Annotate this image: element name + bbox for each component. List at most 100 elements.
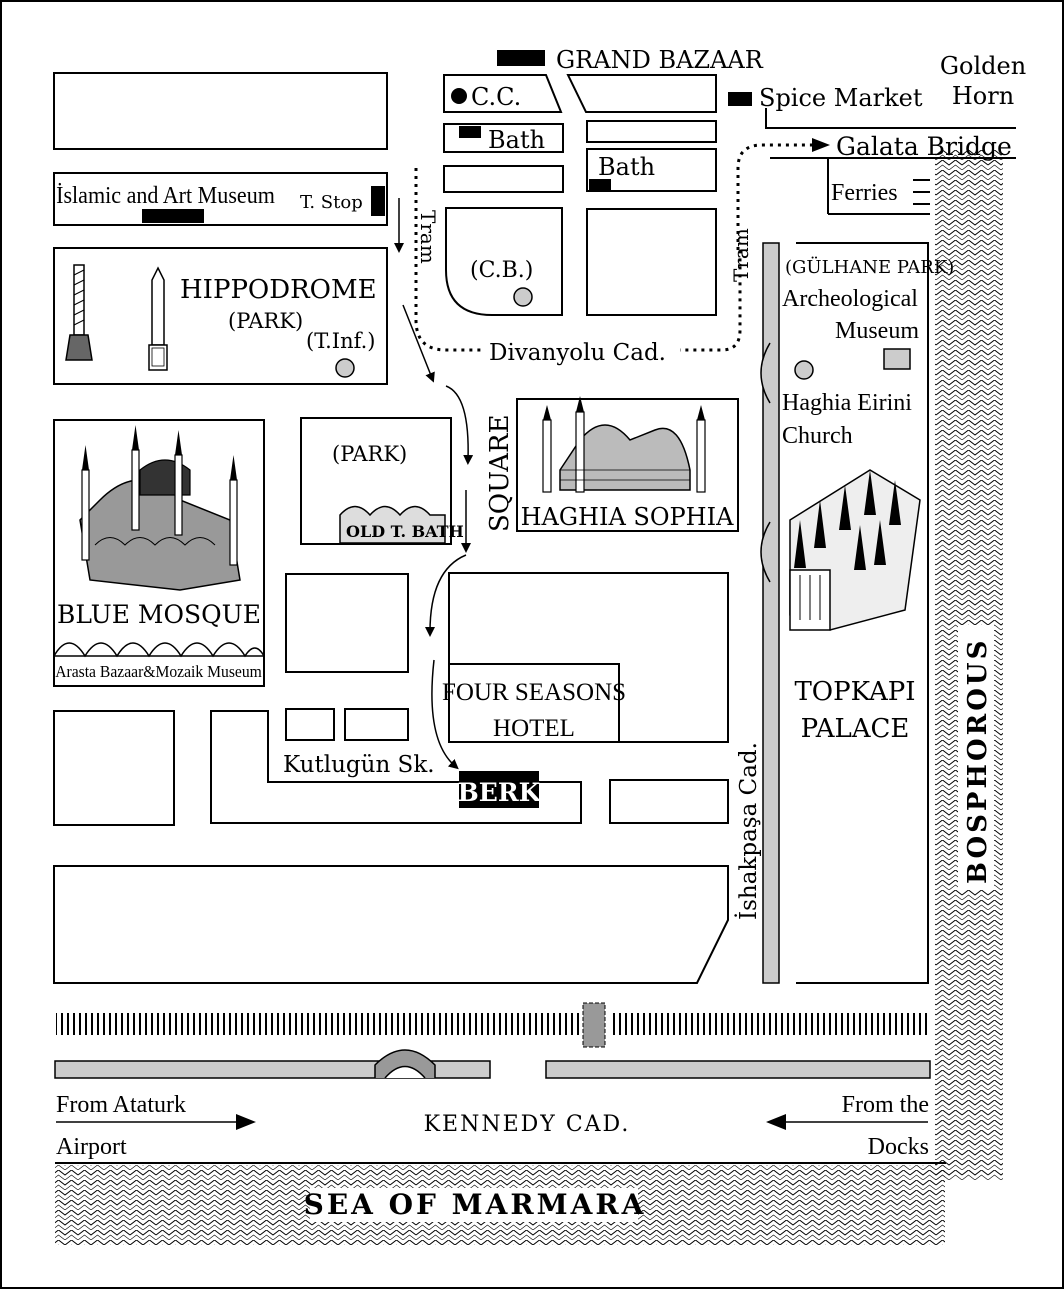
ferries-dock-icon (913, 179, 930, 205)
blue-mosque-label: BLUE MOSQUE (57, 600, 261, 629)
ishakpasa-wall (762, 242, 780, 984)
sea-label-bg (310, 1188, 638, 1222)
block-south-wide (53, 865, 729, 984)
grand-bazaar-marker (497, 50, 545, 66)
tourist-info-label: (T.Inf.) (306, 329, 376, 353)
bosphorous-label: BOSPHOROUS (963, 638, 993, 884)
obelisk-icon (148, 266, 168, 371)
old-bath-label: OLD T. BATH (346, 522, 464, 541)
kutlugun-label: Kutlugün Sk. (283, 752, 435, 778)
hippodrome-label: HIPPODROME (180, 275, 377, 305)
kennedy-median-east (545, 1060, 931, 1079)
topkapi-label-2: PALACE (801, 714, 910, 744)
spice-market-road (765, 108, 1016, 129)
archeological-museum-marker (883, 348, 911, 370)
cc-block (443, 74, 563, 113)
arasta-label: Arasta Bazaar&Mozaik Museum (55, 661, 262, 681)
hippodrome-park-label: (PARK) (228, 309, 303, 333)
docks-label: Docks (868, 1134, 929, 1160)
four-seasons-label-1: FOUR SEASONS (442, 679, 626, 706)
block-small-1 (285, 708, 335, 741)
tram-stop-marker (371, 186, 385, 216)
haghia-eirini-label-1: Haghia Eirini (782, 390, 912, 416)
bath-marker-1 (459, 126, 481, 138)
islamic-museum-marker (142, 209, 204, 223)
block-small-2 (344, 708, 409, 741)
railway-crossing (582, 1002, 606, 1048)
sea-of-marmara-label: SEA OF MARMARA (304, 1188, 647, 1221)
haghia-eirini-marker-icon (794, 360, 814, 380)
tram-stop-label: T. Stop (300, 192, 363, 213)
from-docks-arrow-icon (766, 1114, 786, 1130)
haghia-eirini-label-2: Church (782, 423, 853, 449)
archeological-label-1: Archeological (782, 286, 918, 312)
from-ataturk-arrow-icon (236, 1114, 256, 1130)
tram-label-right: Tram (729, 228, 753, 282)
serpent-column-icon (65, 264, 93, 361)
tram-arrow-icon (812, 138, 830, 152)
hippodrome-block (53, 247, 388, 385)
spice-market-label: Spice Market (759, 84, 923, 112)
ferries-label: Ferries (831, 180, 898, 206)
golden-horn-label-2: Horn (952, 82, 1014, 110)
topkapi-boundary (796, 242, 929, 984)
topkapi-palace-illustration (789, 469, 921, 631)
four-seasons-label-2: HOTEL (493, 715, 575, 742)
bath-marker-2 (589, 179, 611, 191)
bath-label-1: Bath (488, 126, 545, 154)
airport-label: Airport (56, 1134, 127, 1160)
kennedy-label: KENNEDY CAD. (424, 1112, 631, 1137)
berk-label: BERK (458, 778, 542, 807)
walking-route (394, 198, 474, 770)
galata-bridge-label: Galata Bridge (836, 132, 1012, 161)
underpass-arch (374, 1049, 436, 1078)
old-bath-domes-icon (339, 505, 446, 544)
wall-gates (760, 342, 771, 583)
four-seasons-hotel (448, 663, 620, 743)
underpass-opening (384, 1065, 426, 1079)
block-lower-west (53, 710, 175, 826)
islamic-museum-label: İslamic and Art Museum (56, 181, 275, 208)
cc-dot-icon (451, 88, 467, 104)
block-lower-east (609, 779, 729, 824)
cb-label: (C.B.) (470, 258, 533, 283)
haghia-sophia-illustration (542, 396, 706, 493)
spice-market-marker (728, 92, 752, 106)
divanyolu-label-bg (484, 336, 680, 364)
block-bath-north (586, 120, 717, 143)
block-cb-east (586, 208, 717, 316)
islamic-museum-block (53, 172, 388, 226)
tram-label-left: Tram (416, 210, 440, 264)
from-ataturk-label: From Ataturk (56, 1092, 186, 1118)
railway-west (56, 1013, 580, 1035)
cb-marker-icon (513, 287, 533, 307)
gulhane-label: (GÜLHANE PARK) (785, 255, 954, 278)
from-the-label: From the (842, 1092, 929, 1118)
block-middle-west (285, 573, 409, 673)
archeological-label-2: Museum (835, 318, 919, 344)
golden-horn-label-1: Golden (940, 52, 1026, 80)
block-bazaar-east (566, 74, 717, 113)
topkapi-label-1: TOPKAPI (794, 677, 915, 707)
blue-mosque-illustration (79, 425, 241, 591)
berk-hotel-marker[interactable] (459, 771, 539, 808)
square-label: SQUARE (485, 414, 515, 532)
bosphorous-label-bg (958, 625, 994, 890)
tourist-info-marker-icon (335, 358, 355, 378)
tram-line-north (736, 143, 818, 250)
block-top-left (53, 72, 388, 150)
bath-label-2: Bath (598, 153, 655, 181)
ishakpasa-label: İshakpaşa Cad. (735, 742, 762, 920)
cb-block (445, 207, 563, 316)
block-cc-south (443, 165, 564, 193)
bath-block-2 (586, 148, 717, 192)
railway-east (610, 1013, 930, 1035)
haghia-sophia-label: HAGHIA SOPHIA (521, 503, 734, 531)
arasta-arches-icon (53, 642, 265, 658)
cc-label: C.C. (471, 83, 521, 111)
grand-bazaar-label: GRAND BAZAAR (556, 46, 764, 74)
divanyolu-label: Divanyolu Cad. (489, 340, 666, 366)
park-label: (PARK) (332, 442, 407, 466)
